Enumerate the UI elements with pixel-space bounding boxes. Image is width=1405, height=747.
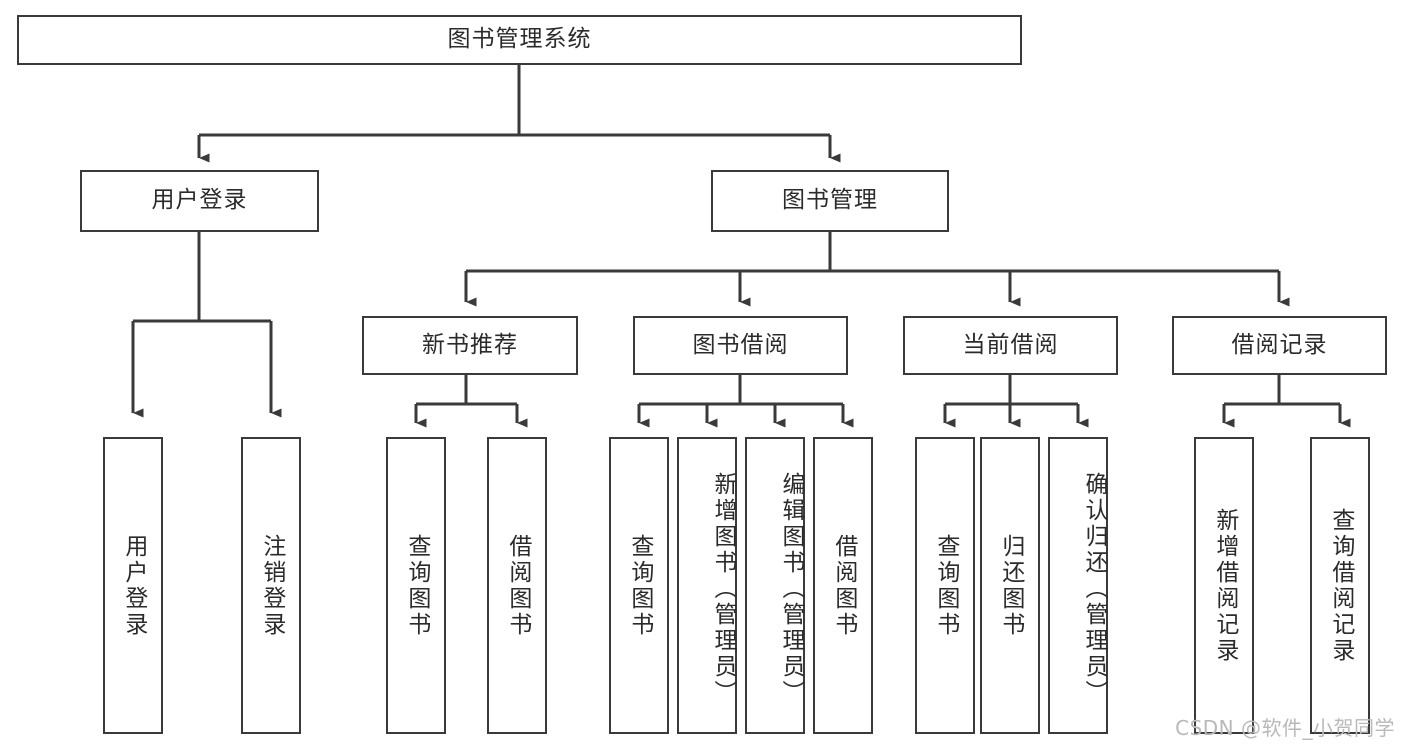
node-label: 借阅记录	[1231, 331, 1328, 358]
leaf-user-login-signout[interactable]: 注销登录	[241, 437, 301, 734]
node-label: 用户登录	[151, 187, 248, 214]
leaf-borrow-query-book[interactable]: 查询图书	[609, 437, 669, 734]
leaf-borrow-edit-book-admin[interactable]: 编辑图书（管理员）	[745, 437, 805, 734]
leaf-current-confirm-return-admin[interactable]: 确认归还（管理员）	[1048, 437, 1108, 734]
node-label: 新增借阅记录	[1211, 507, 1238, 664]
leaf-borrow-add-book-admin[interactable]: 新增图书（管理员）	[677, 437, 737, 734]
leaf-recommend-borrow-book[interactable]: 借阅图书	[487, 437, 547, 734]
node-label: 借阅图书	[504, 533, 531, 638]
node-new-book-recommend[interactable]: 新书推荐	[362, 316, 578, 375]
leaf-borrow-borrow-book[interactable]: 借阅图书	[813, 437, 873, 734]
node-label: 查询借阅记录	[1327, 507, 1354, 664]
node-label: 借阅图书	[830, 533, 857, 638]
node-book-borrow[interactable]: 图书借阅	[633, 316, 848, 375]
leaf-current-query-book[interactable]: 查询图书	[915, 437, 975, 734]
node-label: 编辑图书（管理员）	[778, 471, 804, 706]
leaf-recommend-query-book[interactable]: 查询图书	[386, 437, 446, 734]
node-label: 新增图书（管理员）	[710, 471, 736, 706]
csdn-watermark: CSDN @软件_小贺同学	[1175, 716, 1395, 740]
node-label: 查询图书	[932, 533, 959, 638]
node-root-system[interactable]: 图书管理系统	[17, 15, 1022, 65]
leaf-user-login-signin[interactable]: 用户登录	[103, 437, 163, 734]
node-label: 当前借阅	[962, 331, 1059, 358]
node-user-login[interactable]: 用户登录	[80, 170, 319, 232]
node-label: 用户登录	[120, 533, 147, 638]
node-label: 查询图书	[626, 533, 653, 638]
node-label: 图书管理系统	[447, 26, 592, 53]
node-label: 注销登录	[258, 533, 285, 638]
node-book-management[interactable]: 图书管理	[711, 170, 949, 232]
node-label: 图书管理	[782, 187, 878, 214]
node-label: 归还图书	[997, 533, 1024, 638]
leaf-record-query-record[interactable]: 查询借阅记录	[1310, 437, 1370, 734]
node-label: 图书借阅	[692, 331, 789, 358]
node-current-borrow[interactable]: 当前借阅	[903, 316, 1118, 375]
leaf-record-add-record[interactable]: 新增借阅记录	[1194, 437, 1254, 734]
node-borrow-record[interactable]: 借阅记录	[1172, 316, 1387, 375]
leaf-current-return-book[interactable]: 归还图书	[980, 437, 1040, 734]
node-label: 新书推荐	[422, 331, 518, 358]
node-label: 确认归还（管理员）	[1081, 471, 1107, 706]
node-label: 查询图书	[403, 533, 430, 638]
